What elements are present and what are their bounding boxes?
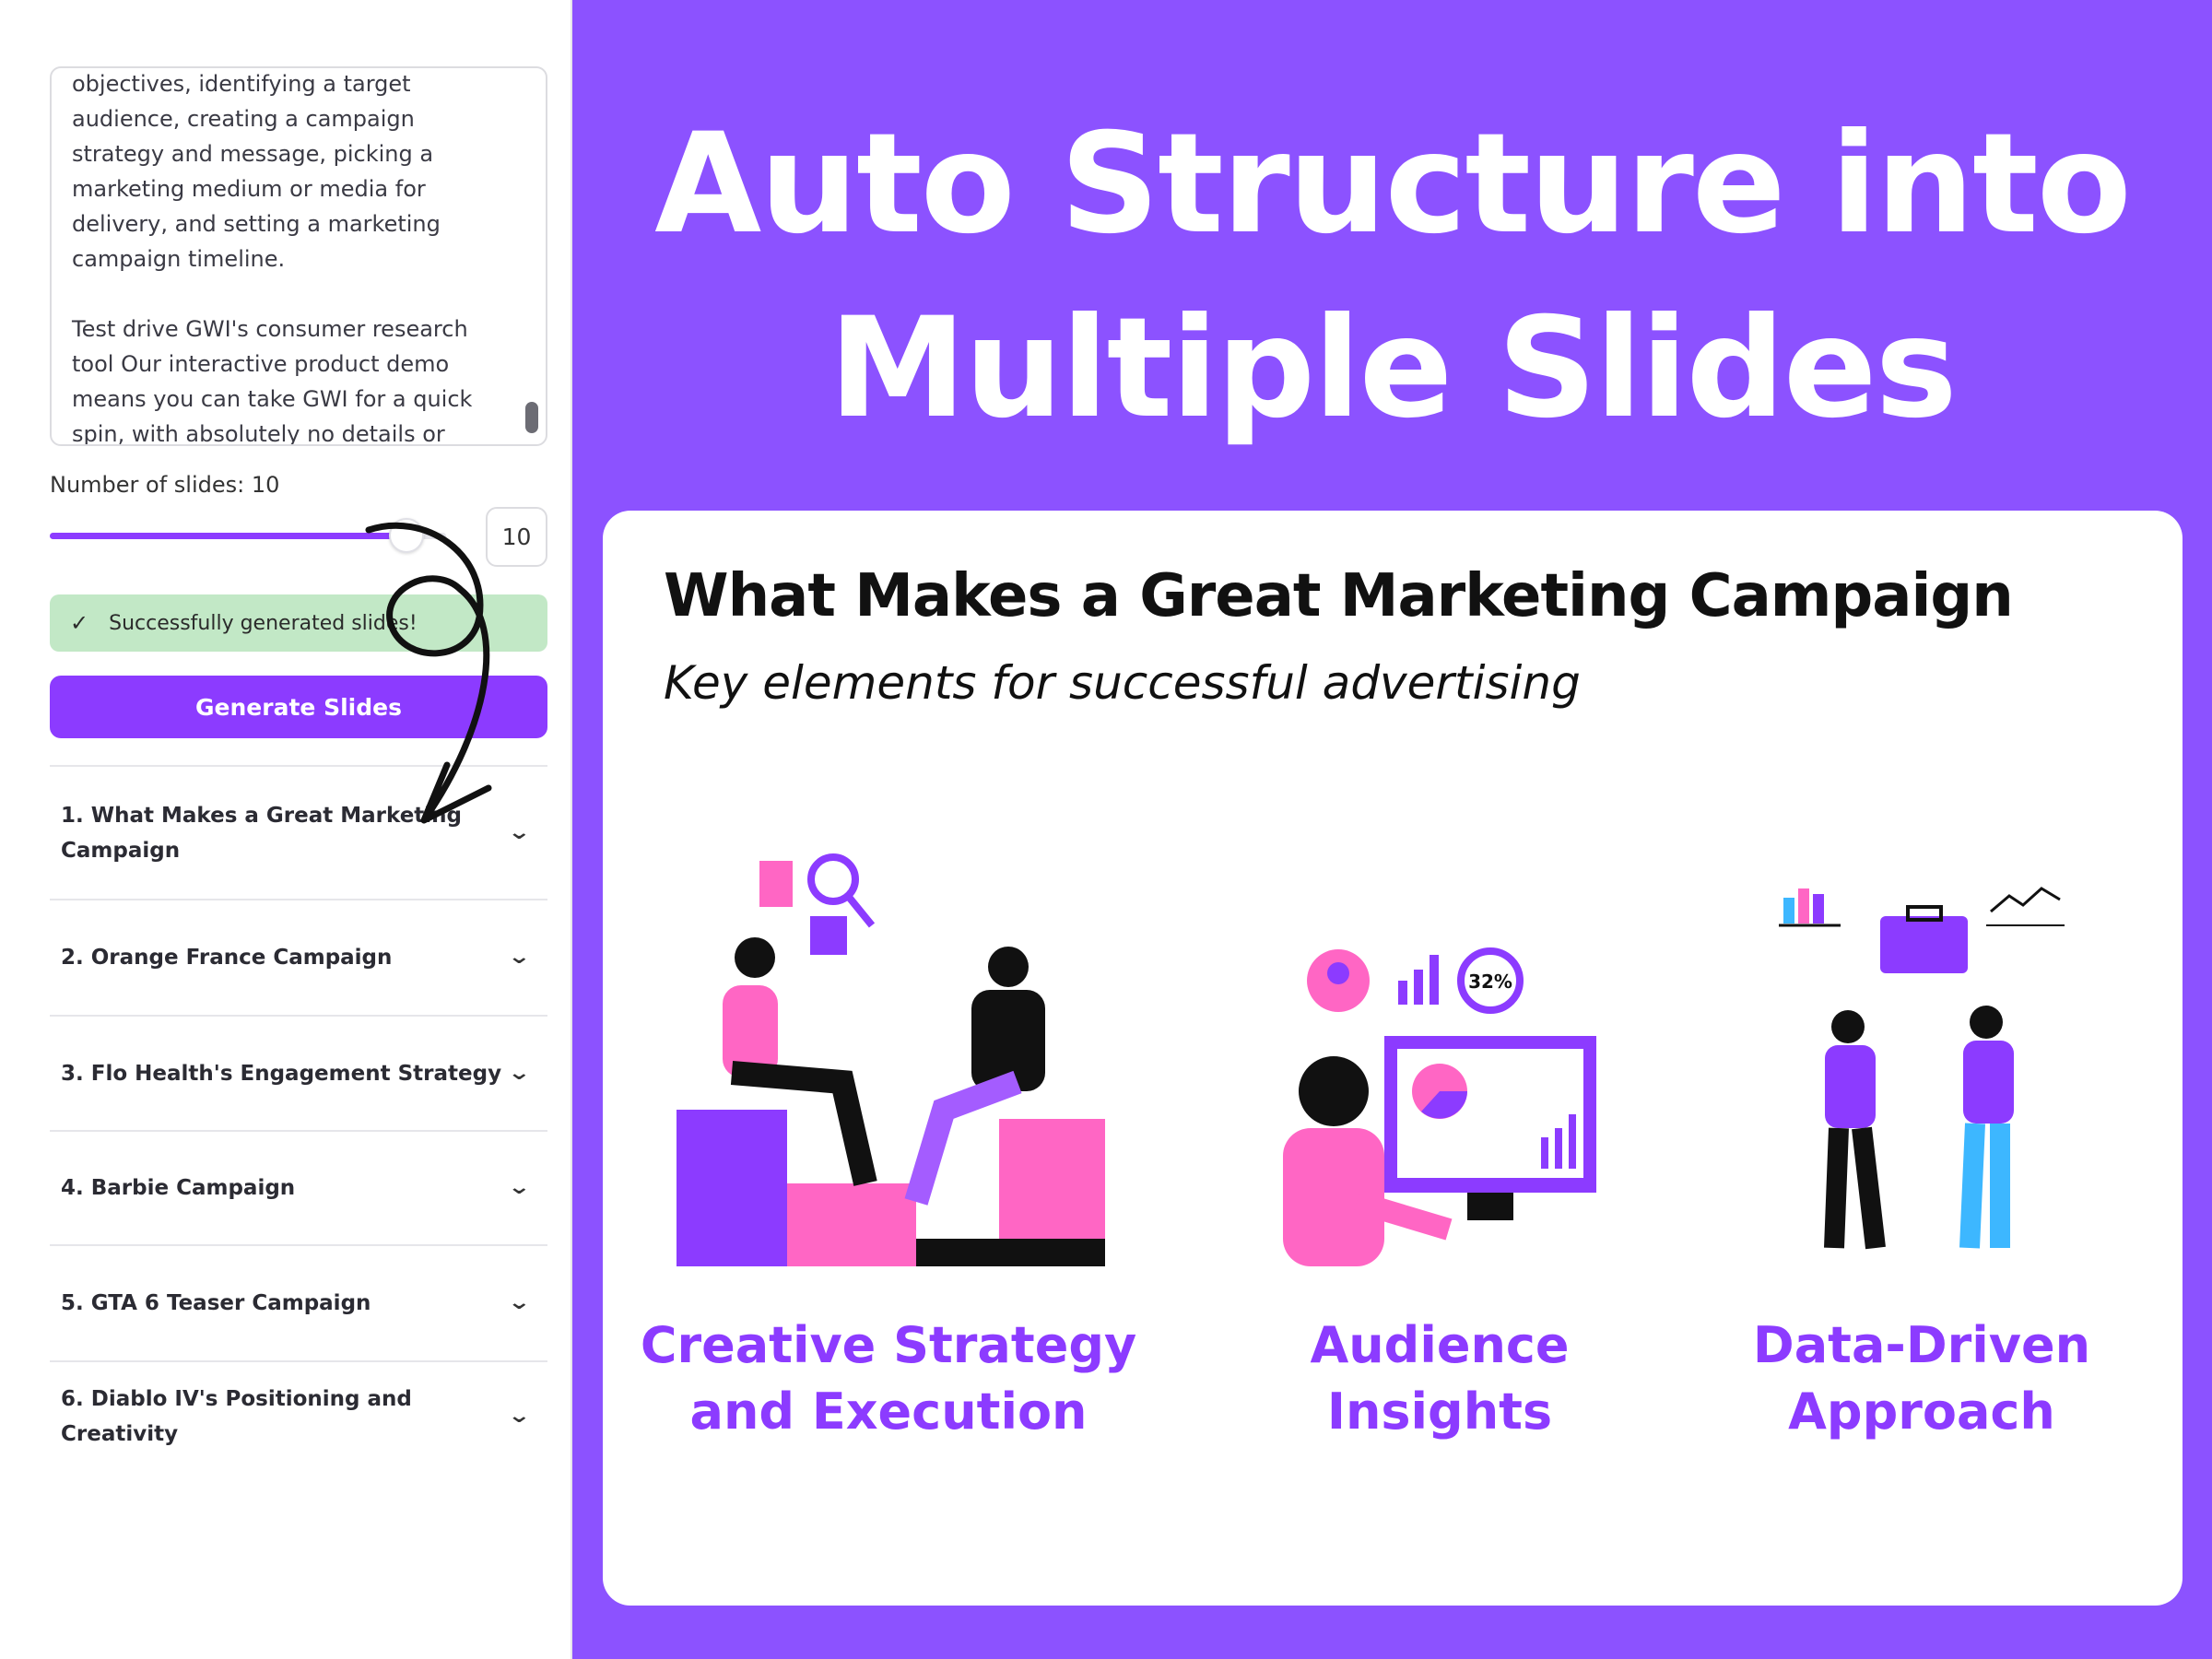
success-alert: ✓ Successfully generated slides! [50,594,547,652]
textarea-scrollbar[interactable] [525,402,538,433]
slide-item-label: 4. Barbie Campaign [61,1176,296,1200]
slide-outline-item[interactable]: 1. What Makes a Great Marketing Campaign… [50,765,547,899]
creative-team-illustration [677,853,1105,1266]
chevron-down-icon[interactable]: ⌄ [506,1405,531,1428]
column-creative-strategy: Creative Strategy and Execution [630,815,1147,1445]
slider-thumb[interactable] [389,518,424,553]
prompt-textarea[interactable]: objectives, identifying a target audienc… [50,66,547,446]
prompt-text: objectives, identifying a target audienc… [72,71,473,446]
chevron-down-icon[interactable]: ⌄ [506,1176,531,1199]
slide-outline-item[interactable]: 2. Orange France Campaign ⌄ [50,899,547,1015]
slide-item-label: 5. GTA 6 Teaser Campaign [61,1291,371,1315]
slides-count-label: Number of slides: 10 [50,472,280,498]
column-title-line-1: Data-Driven [1752,1316,2091,1374]
check-icon: ✓ [70,610,89,636]
slides-slider[interactable] [50,518,446,553]
percent-badge: 32% [1468,971,1512,993]
headline-line-2: Multiple Slides [829,288,1958,449]
success-text: Successfully generated slides! [109,611,418,635]
slide-generator-panel: objectives, identifying a target audienc… [0,0,572,1659]
slide-title: What Makes a Great Marketing Campaign [664,562,2014,630]
slide-outline-item[interactable]: 5. GTA 6 Teaser Campaign ⌄ [50,1244,547,1360]
generate-slides-button[interactable]: Generate Slides [50,676,547,738]
slide-outline-item[interactable]: 6. Diablo IV's Positioning and Creativit… [50,1360,547,1471]
slider-fill [50,533,406,539]
slide-item-label: 6. Diablo IV's Positioning and Creativit… [61,1387,412,1446]
chevron-down-icon[interactable]: ⌄ [506,1061,531,1085]
slide-outline-item[interactable]: 3. Flo Health's Engagement Strategy⌄ [50,1015,547,1130]
slide-subtitle: Key elements for successful advertising [664,656,1581,710]
chevron-down-icon[interactable]: ⌄ [506,1291,531,1314]
column-title-line-1: Creative Strategy [640,1316,1137,1374]
chevron-down-icon[interactable]: ⌄ [506,820,531,844]
data-team-illustration [1779,887,2065,1250]
slide-item-label: 2. Orange France Campaign [61,946,393,970]
slide-outline-item[interactable]: 4. Barbie Campaign ⌄ [50,1130,547,1244]
slide-item-label: 1. What Makes a Great Marketing Campaign [61,803,463,863]
slide-preview: What Makes a Great Marketing Campaign Ke… [603,511,2183,1606]
column-title-line-1: Audience [1310,1316,1570,1374]
audience-analytics-illustration: 32% [1283,947,1596,1266]
column-title-line-2: and Execution [689,1382,1088,1441]
slides-number-input[interactable]: 10 [486,507,547,567]
slide-item-label: 3. Flo Health's Engagement Strategy [61,1061,502,1086]
chevron-down-icon[interactable]: ⌄ [506,946,531,969]
column-title-line-2: Approach [1788,1382,2055,1441]
headline-line-1: Auto Structure into [654,104,2132,265]
column-title-line-2: Insights [1326,1382,1553,1441]
